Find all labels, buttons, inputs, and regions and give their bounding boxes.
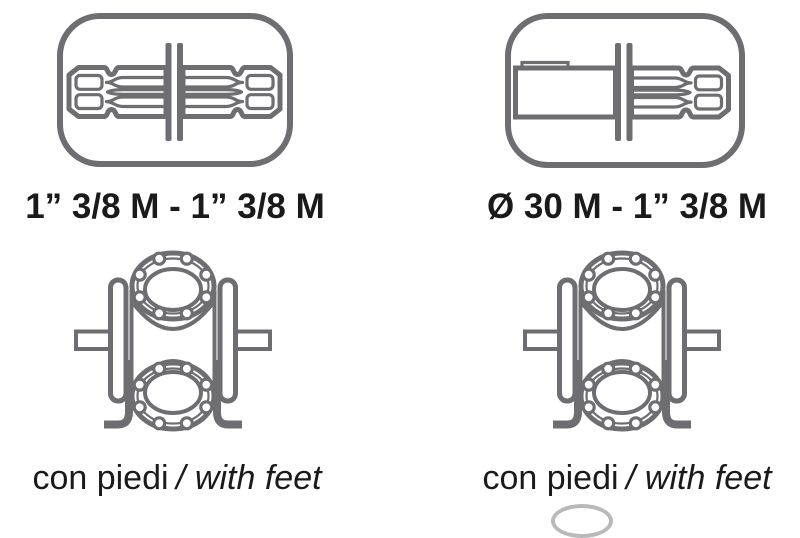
gearbox-with-feet-icon (73, 250, 273, 440)
gearbox-drawing-right (522, 250, 722, 440)
gearbox-drawing-left (73, 250, 273, 440)
caption-text-italic: / with feet (626, 459, 772, 497)
shaft-drawing-frame-right (505, 13, 745, 168)
cylindrical-keyed-and-splined-shaft-icon (505, 13, 745, 168)
gearbox-with-feet-icon (522, 250, 722, 440)
caption-text-italic: / with feet (176, 459, 322, 497)
pto-splined-shaft-male-both-ends-icon (57, 13, 293, 167)
caption-right: con piedi/ with feet (467, 459, 787, 497)
size-label-right: Ø 30 M - 1” 3/8 M (486, 187, 768, 226)
caption-left: con piedi/ with feet (17, 459, 337, 497)
cropped-next-drawing-artifact (551, 504, 613, 538)
caption-text-regular: con piedi (32, 459, 169, 497)
size-label-left: 1” 3/8 M - 1” 3/8 M (25, 187, 325, 226)
caption-text-regular: con piedi (482, 459, 619, 497)
shaft-drawing-frame-left (57, 13, 293, 167)
